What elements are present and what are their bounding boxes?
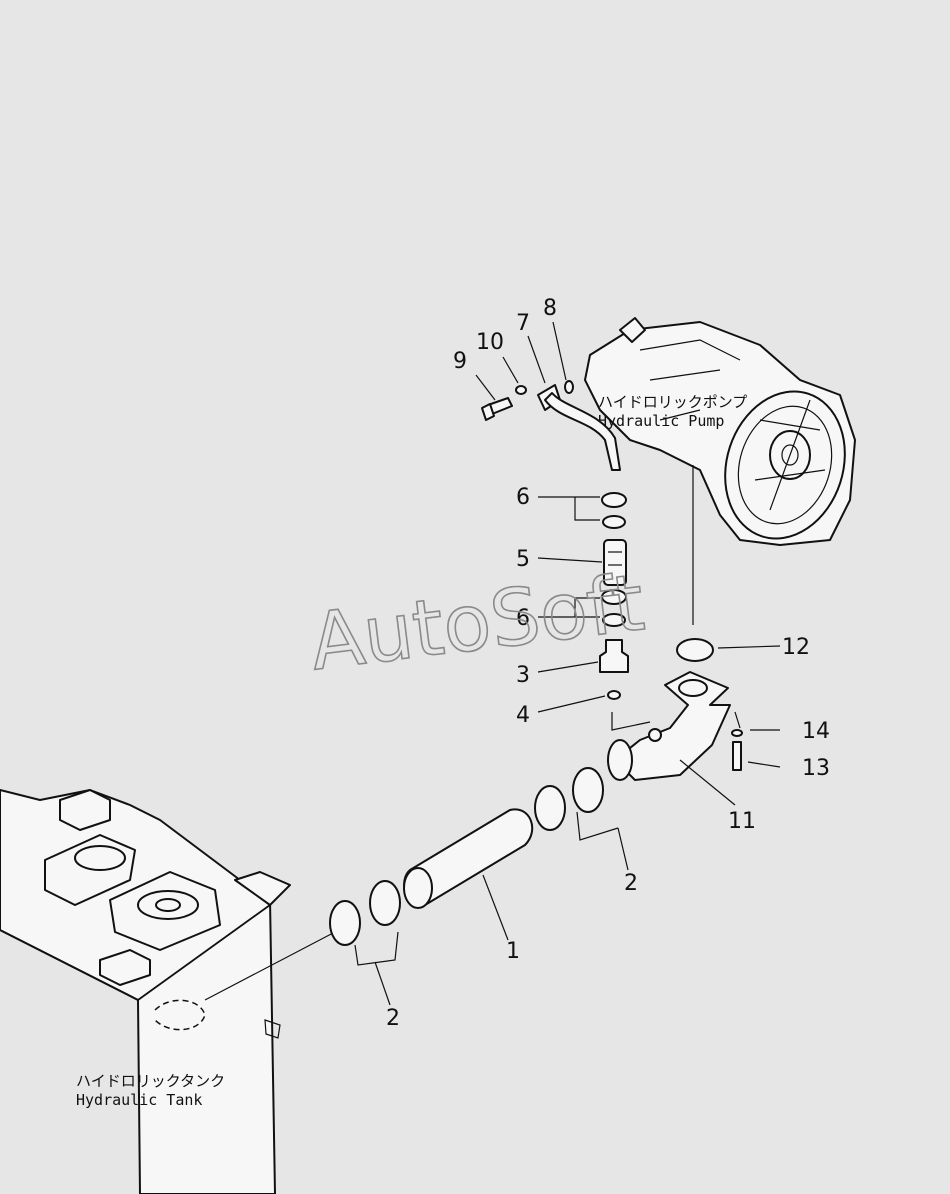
pump-label-en: Hydraulic Pump (598, 412, 724, 430)
callout-8: 8 (543, 296, 557, 321)
callout-7: 7 (516, 311, 530, 336)
clamp-2-right-b (534, 785, 566, 831)
callout-13: 13 (802, 756, 830, 781)
callout-1: 1 (506, 939, 520, 964)
clamp-6-bottom (602, 613, 626, 627)
callout-12: 12 (782, 635, 810, 660)
tank-leader-line (204, 931, 336, 1001)
oring-12 (676, 638, 714, 662)
callout-9: 9 (453, 349, 467, 374)
bolt-13 (732, 741, 742, 771)
clamp-6-top (601, 492, 627, 508)
callout-14: 14 (802, 719, 830, 744)
pump-label-jp: ハイドロリックポンプ (598, 393, 747, 411)
elbow-3 (599, 639, 629, 673)
hydraulic-pump (584, 317, 856, 546)
clamp-2-left-a (369, 880, 401, 926)
elbow-11 (614, 671, 731, 781)
oring-4 (607, 690, 621, 700)
clamp-2-right-a (572, 767, 604, 813)
oring-8 (564, 380, 574, 394)
tank-label-en: Hydraulic Tank (76, 1091, 202, 1109)
washer-14 (731, 729, 743, 737)
callout-5: 5 (516, 547, 530, 572)
callout-6-bottom: 6 (516, 606, 530, 631)
callout-3: 3 (516, 663, 530, 688)
bolt-9 (481, 397, 513, 421)
hose-5 (603, 539, 627, 586)
washer-10 (515, 385, 527, 395)
callout-2-left: 2 (386, 1006, 400, 1031)
callout-6-top: 6 (516, 485, 530, 510)
hydraulic-tank (0, 789, 291, 1194)
callout-4: 4 (516, 703, 530, 728)
callout-leaders (354, 321, 781, 1006)
callout-10: 10 (476, 330, 504, 355)
watermark: AutoSoft (305, 558, 648, 688)
clamp-6-lower (601, 589, 627, 605)
elbow-11-outlet (607, 739, 633, 781)
clamp-6-upper (602, 515, 626, 529)
tube (544, 392, 621, 471)
callout-2-right: 2 (624, 871, 638, 896)
callout-11: 11 (728, 809, 756, 834)
tank-label-jp: ハイドロリックタンク (76, 1072, 225, 1090)
clamp-2-left-b (329, 900, 361, 946)
